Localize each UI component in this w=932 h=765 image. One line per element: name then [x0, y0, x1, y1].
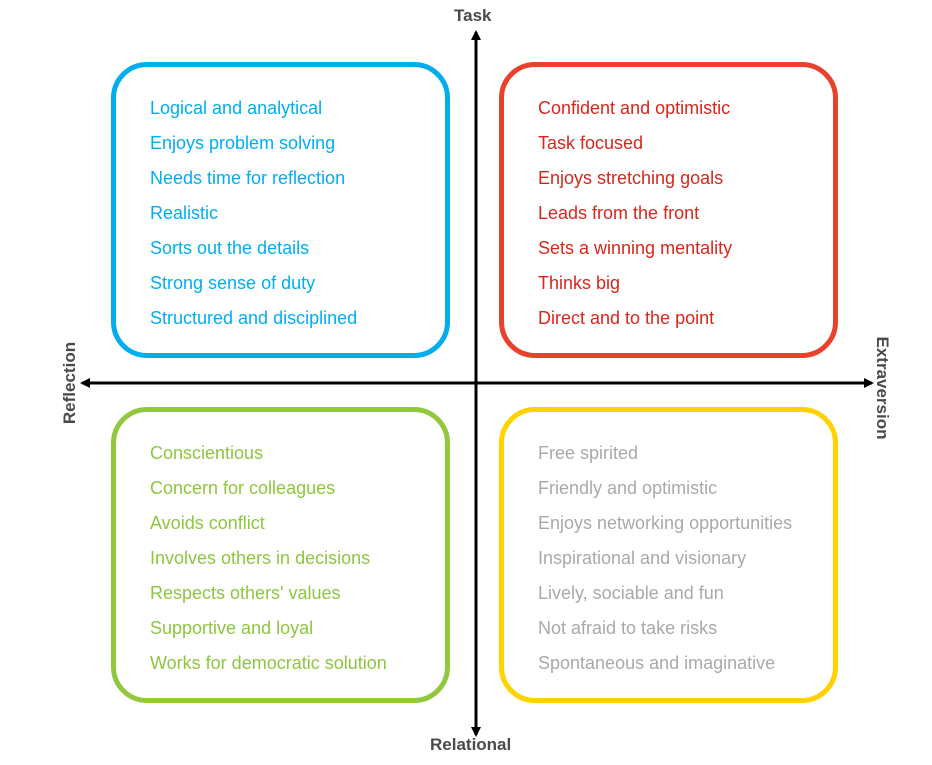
- trait-item: Conscientious: [150, 443, 264, 463]
- trait-list: Logical and analytical Enjoys problem so…: [150, 91, 445, 336]
- trait-item: Not afraid to take risks: [538, 618, 718, 638]
- trait-item: Free spirited: [538, 443, 639, 463]
- trait-item: Concern for colleagues: [150, 478, 336, 498]
- axis-label-reflection: Reflection: [60, 341, 79, 425]
- trait-item: Spontaneous and imaginative: [538, 653, 776, 673]
- trait-list: Free spirited Friendly and optimistic En…: [538, 436, 833, 681]
- trait-item: Leads from the front: [538, 203, 700, 223]
- trait-item: Sorts out the details: [150, 238, 310, 258]
- axis-label-extraversion: Extraversion: [873, 336, 892, 440]
- trait-item: Respects others' values: [150, 583, 341, 603]
- quadrant-bottom-left: Conscientious Concern for colleagues Avo…: [111, 407, 450, 703]
- trait-item: Enjoys stretching goals: [538, 168, 724, 188]
- trait-item: Involves others in decisions: [150, 548, 371, 568]
- axis-label-task: Task: [454, 6, 492, 25]
- trait-item: Sets a winning mentality: [538, 238, 733, 258]
- trait-item: Lively, sociable and fun: [538, 583, 724, 603]
- trait-item: Structured and disciplined: [150, 308, 358, 328]
- trait-item: Thinks big: [538, 273, 621, 293]
- trait-item: Strong sense of duty: [150, 273, 316, 293]
- trait-item: Direct and to the point: [538, 308, 715, 328]
- trait-item: Friendly and optimistic: [538, 478, 718, 498]
- trait-item: Supportive and loyal: [150, 618, 314, 638]
- axis-label-relational: Relational: [430, 735, 512, 754]
- trait-item: Inspirational and visionary: [538, 548, 747, 568]
- trait-item: Logical and analytical: [150, 98, 323, 118]
- trait-item: Enjoys networking opportunities: [538, 513, 793, 533]
- trait-item: Task focused: [538, 133, 644, 153]
- trait-item: Works for democratic solution: [150, 653, 387, 673]
- quadrant-top-right: Confident and optimistic Task focused En…: [499, 62, 838, 358]
- trait-list: Conscientious Concern for colleagues Avo…: [150, 436, 445, 681]
- quadrant-top-left: Logical and analytical Enjoys problem so…: [111, 62, 450, 358]
- trait-item: Enjoys problem solving: [150, 133, 336, 153]
- trait-item: Avoids conflict: [150, 513, 265, 533]
- trait-item: Needs time for reflection: [150, 168, 346, 188]
- quadrant-bottom-right: Free spirited Friendly and optimistic En…: [499, 407, 838, 703]
- trait-item: Realistic: [150, 203, 219, 223]
- trait-item: Confident and optimistic: [538, 98, 731, 118]
- trait-list: Confident and optimistic Task focused En…: [538, 91, 833, 336]
